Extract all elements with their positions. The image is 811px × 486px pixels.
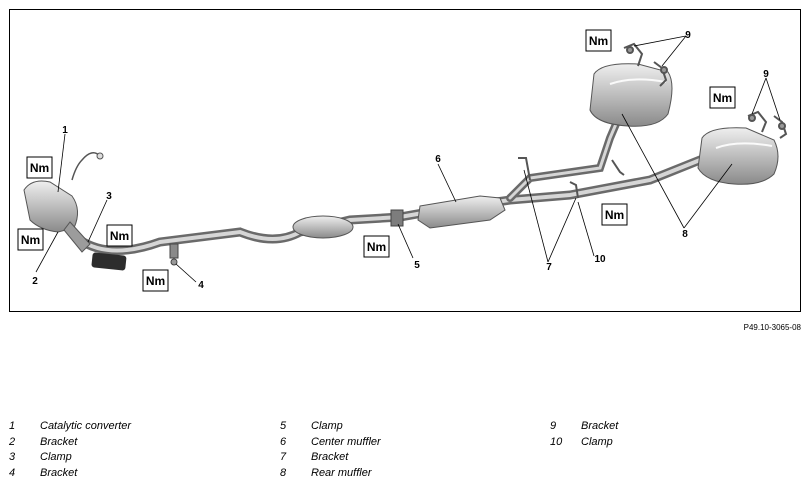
torque-box-bracket-9-right: Nm bbox=[709, 86, 736, 109]
rear-muffler-right bbox=[697, 127, 779, 185]
callout-9-right: 9 bbox=[763, 69, 769, 80]
legend-label: Bracket bbox=[581, 420, 619, 432]
legend-label: Center muffler bbox=[311, 435, 381, 448]
exhaust-system-diagram: Nm Nm Nm Nm Nm Nm bbox=[17, 29, 788, 292]
legend-number: 7 bbox=[280, 451, 287, 463]
torque-box-bracket-9-left: Nm bbox=[585, 29, 612, 52]
legend-item: 9 Bracket bbox=[550, 419, 618, 435]
legend-item: 3 Clamp bbox=[9, 450, 131, 466]
callout-10: 10 bbox=[594, 254, 606, 265]
legend-column-3: 9 Bracket 10 Clamp bbox=[550, 419, 618, 450]
bracket-7-rear bbox=[611, 159, 625, 176]
torque-label: Nm bbox=[30, 161, 49, 175]
flex-pipe bbox=[91, 252, 127, 271]
legend-item: 7 Bracket bbox=[280, 450, 381, 466]
torque-box-clamp-10: Nm bbox=[601, 203, 628, 226]
legend-label: Clamp bbox=[40, 451, 72, 463]
callout-9-left: 9 bbox=[685, 30, 691, 41]
torque-label: Nm bbox=[713, 91, 732, 105]
torque-box-bracket-2: Nm bbox=[17, 228, 44, 251]
figure-code: P49.10-3065-08 bbox=[743, 323, 801, 332]
legend-column-2: 5 Clamp 6 Center muffler 7 Bracket 8 Rear mu… bbox=[280, 419, 381, 481]
callout-8: 8 bbox=[682, 229, 688, 240]
torque-box-clamp-3: Nm bbox=[106, 224, 133, 247]
legend-label: Bracket bbox=[311, 451, 349, 463]
bracket-4 bbox=[169, 243, 179, 266]
legend-number: 6 bbox=[280, 435, 287, 448]
rear-muffler-left-highlight bbox=[609, 78, 667, 85]
exhaust-pipe-upper-branch-highlight bbox=[508, 108, 624, 200]
legend-label: Bracket bbox=[40, 466, 78, 479]
clamp-5 bbox=[390, 209, 404, 227]
legend-item: 10 Clamp bbox=[550, 435, 618, 451]
rear-muffler-left bbox=[589, 63, 673, 127]
bracket-9-right bbox=[747, 110, 788, 139]
legend-item: 4 Bracket bbox=[9, 466, 131, 482]
catalytic-converter bbox=[23, 152, 104, 253]
torque-boxes: Nm Nm Nm Nm Nm Nm bbox=[17, 29, 736, 292]
legend-label: Catalytic converter bbox=[40, 420, 132, 432]
callout-2: 2 bbox=[32, 276, 38, 287]
torque-label: Nm bbox=[146, 274, 165, 288]
bracket-9-left bbox=[623, 42, 668, 87]
callout-7: 7 bbox=[546, 262, 552, 273]
leader-lines bbox=[35, 35, 781, 283]
legend-item: 6 Center muffler bbox=[280, 435, 381, 451]
center-muffler bbox=[417, 195, 506, 229]
torque-box-bracket-4: Nm bbox=[142, 269, 169, 292]
callout-1: 1 bbox=[62, 125, 68, 136]
torque-box-clamp-5: Nm bbox=[363, 235, 390, 258]
legend-number: 9 bbox=[550, 420, 557, 432]
torque-label: Nm bbox=[605, 208, 624, 222]
legend-number: 10 bbox=[550, 435, 563, 448]
legend-item: 5 Clamp bbox=[280, 419, 381, 435]
legend-label: Rear muffler bbox=[311, 466, 372, 479]
legend-number: 3 bbox=[9, 451, 16, 463]
legend-number: 1 bbox=[9, 420, 16, 432]
legend-label: Clamp bbox=[581, 435, 613, 448]
exhaust-diagram-frame: Nm Nm Nm Nm Nm Nm bbox=[9, 9, 801, 312]
callout-5: 5 bbox=[414, 260, 420, 271]
torque-label: Nm bbox=[21, 233, 40, 247]
torque-label: Nm bbox=[589, 34, 608, 48]
bracket-7-right bbox=[569, 181, 579, 199]
legend-label: Bracket bbox=[40, 435, 78, 448]
legend-item: 1 Catalytic converter bbox=[9, 419, 131, 435]
callout-4: 4 bbox=[198, 280, 204, 291]
bracket-7-left bbox=[518, 157, 531, 181]
front-resonator bbox=[292, 215, 354, 239]
legend-item: 2 Bracket bbox=[9, 435, 131, 451]
rear-muffler-right-highlight bbox=[715, 142, 773, 149]
callout-3: 3 bbox=[106, 191, 112, 202]
callout-numbers: 1 2 3 4 5 6 7 8 9 9 10 bbox=[32, 30, 769, 291]
legend-item: 8 Rear muffler bbox=[280, 466, 381, 482]
legend-number: 4 bbox=[9, 466, 16, 479]
legend-number: 2 bbox=[9, 435, 16, 448]
legend-number: 8 bbox=[280, 466, 287, 479]
torque-box-catalytic: Nm bbox=[26, 156, 53, 179]
callout-6: 6 bbox=[435, 154, 441, 165]
legend-number: 5 bbox=[280, 420, 287, 432]
legend-label: Clamp bbox=[311, 420, 343, 432]
torque-label: Nm bbox=[110, 229, 129, 243]
torque-label: Nm bbox=[367, 240, 386, 254]
